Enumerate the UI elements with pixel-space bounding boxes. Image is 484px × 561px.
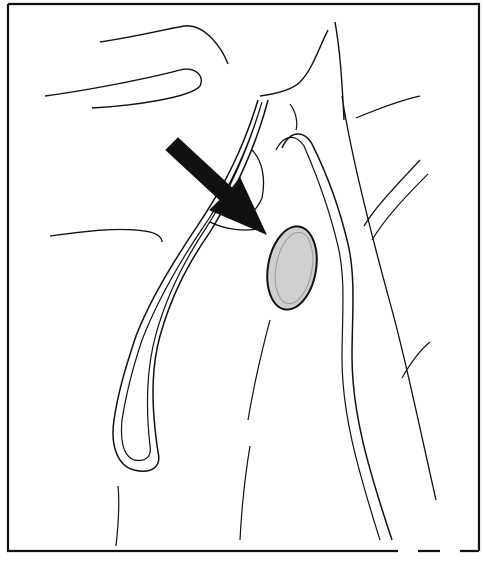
upper-contour-line [100,26,228,64]
right-contour-line-3 [372,174,428,240]
frame-border [8,4,479,551]
lower-left-contour-2 [240,446,250,540]
lower-left-contour-3 [116,486,119,546]
jaw-line [45,69,201,108]
left-contour-line [50,229,162,242]
right-contour-line-2 [364,160,420,226]
right-contour-line-1 [342,96,436,500]
structure-inner [276,137,380,540]
neck-line-left [260,30,328,96]
neck-line-right [335,22,344,120]
structure-outer [282,134,392,540]
small-contour-1 [290,104,297,130]
right-contour-line-4 [356,96,420,118]
right-lower-contour [402,342,430,378]
round-marker-icon [261,222,323,313]
lower-left-contour-1 [248,320,270,420]
